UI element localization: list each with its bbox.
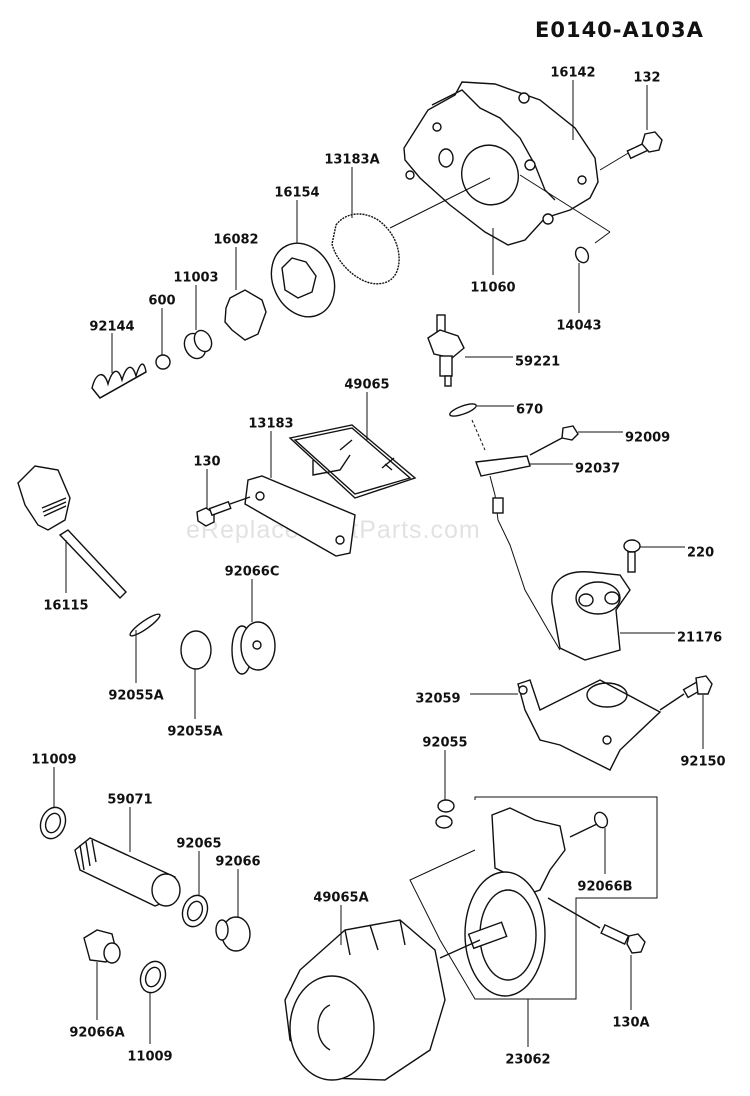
part-number-label[interactable]: 13183A [324,153,379,168]
bracket-group-frame [409,849,476,941]
part-sensor-bracket[interactable] [517,679,662,771]
part-oil-pump-cover[interactable] [403,81,599,246]
part-oil-strainer[interactable] [288,424,417,499]
part-washer-2[interactable] [136,958,169,996]
part-number-label[interactable]: 13183 [248,417,293,432]
part-plug-b[interactable] [569,810,610,838]
leader-line [594,231,611,244]
part-number-label[interactable]: 130A [612,1016,649,1031]
part-cover-bolt[interactable] [626,131,663,160]
part-pump-plate-gasket[interactable] [331,213,400,285]
part-washer-92065[interactable] [178,892,211,930]
part-number-label[interactable]: 16154 [274,186,319,201]
part-number-label[interactable]: 49065A [313,891,368,906]
part-number-label[interactable]: 92055 [422,736,467,751]
part-number-label[interactable]: 92066 [215,855,260,870]
part-number-label[interactable]: 92037 [575,462,620,477]
sensor-wire [489,475,561,651]
part-number-label[interactable]: 16142 [550,66,595,81]
part-oil-dipstick[interactable] [17,465,127,600]
leader-line [471,419,486,451]
part-drain-plug-a[interactable] [83,929,121,964]
part-oil-level-sensor[interactable] [551,571,631,661]
part-number-label[interactable]: 16115 [43,599,88,614]
part-number-label[interactable]: 132 [633,71,660,86]
leader-line [519,174,611,233]
part-number-label[interactable]: 49065 [344,378,389,393]
part-number-label[interactable]: 11009 [31,753,76,768]
part-number-label[interactable]: 92144 [89,320,134,335]
part-o-ring-a-large[interactable] [180,630,212,670]
part-oil-filter[interactable] [284,919,446,1081]
part-number-label[interactable]: 92066A [69,1026,124,1041]
part-number-label[interactable]: 11003 [173,271,218,286]
part-number-label[interactable]: 92150 [680,755,725,770]
part-number-label[interactable]: 92066B [577,880,632,895]
part-o-ring[interactable] [448,401,477,418]
part-number-label[interactable]: 16082 [213,233,258,248]
part-dowel-pin[interactable] [573,245,591,265]
part-number-label[interactable]: 670 [516,403,543,418]
part-switch-screw[interactable] [529,425,579,456]
leader-line [599,151,631,171]
part-strainer-plate[interactable] [244,475,356,557]
part-o-rings[interactable] [435,799,455,829]
part-plate-bolt[interactable] [196,496,251,527]
part-number-label[interactable]: 92055A [108,689,163,704]
part-number-label[interactable]: 600 [148,294,175,309]
part-number-label[interactable]: 92065 [176,837,221,852]
part-bracket-bolt-a[interactable] [547,897,646,954]
part-number-label[interactable]: 92066C [225,565,280,580]
part-wire-clamp[interactable] [475,455,531,477]
part-number-label[interactable]: 59221 [515,355,560,370]
part-number-label[interactable]: 92055A [167,725,222,740]
part-number-label[interactable]: 59071 [107,793,152,808]
leader-line [389,177,491,229]
part-drain-plug-c[interactable] [231,621,276,675]
part-relief-spring[interactable] [91,363,147,399]
part-o-ring-a[interactable] [128,611,162,638]
part-wire-terminal[interactable] [492,497,504,514]
part-oil-pressure-switch[interactable] [427,314,465,387]
part-inner-rotor[interactable] [224,289,267,341]
part-number-label[interactable]: 23062 [505,1053,550,1068]
part-number-label[interactable]: 220 [687,546,714,561]
part-number-label[interactable]: 11060 [470,281,515,296]
part-screw[interactable] [623,539,641,573]
part-number-label[interactable]: 130 [193,455,220,470]
part-number-label[interactable]: 21176 [677,631,722,646]
part-number-label[interactable]: 92009 [625,431,670,446]
part-bracket-bolt[interactable] [659,675,713,711]
part-outer-rotor[interactable] [260,233,346,327]
part-number-label[interactable]: 11009 [127,1050,172,1065]
diagram-reference-code: E0140-A103A [535,18,704,42]
part-number-label[interactable]: 14043 [556,319,601,334]
part-filter-nipple[interactable] [74,837,181,907]
part-washer[interactable] [36,804,69,842]
part-number-label[interactable]: 32059 [415,692,460,707]
part-relief-valve-sleeve[interactable] [180,328,214,362]
part-oil-filter-bracket[interactable] [439,807,566,997]
bracket-group-frame [439,796,658,1000]
part-drain-plug[interactable] [215,916,251,952]
callout-layer: 130 132 220 600 670 11003 11060 13183 14043 16082… [31,66,725,1068]
part-check-ball[interactable] [155,354,171,370]
